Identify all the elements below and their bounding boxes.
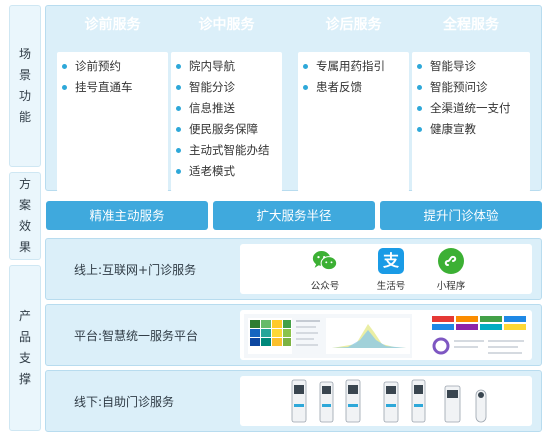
bullet-dot (417, 106, 422, 111)
scene-item: 信息推送 (176, 98, 278, 119)
product-row-offline: 线下:自助门诊服务 (45, 370, 542, 432)
scene-title: 诊中服务 (198, 17, 255, 33)
mini-program-icon (438, 248, 464, 274)
scene-item: 便民服务保障 (176, 119, 278, 140)
scene-item: 适老模式 (176, 161, 278, 182)
product-label: 线上:互联网+门诊服务 (74, 262, 197, 277)
bullet-dot (62, 64, 67, 69)
scene-box: 诊前预约 挂号直通车 (57, 52, 168, 192)
scene-box: 智能导诊 智能预问诊 全渠道统一支付 健康宣教 (412, 52, 530, 192)
app-label: 小程序 (436, 281, 466, 292)
product-label: 线下:自助门诊服务 (74, 394, 175, 409)
dashboard-screenshot-left (244, 314, 412, 358)
bullet-dot (417, 127, 422, 132)
app-wechat: 公众号 (300, 248, 350, 292)
bullet-dot (62, 85, 67, 90)
app-alipay: 支 生活号 (366, 248, 416, 292)
scene-box: 专属用药指引 患者反馈 (298, 52, 409, 192)
effect-button: 精准主动服务 (46, 201, 208, 230)
bullet-dot (176, 85, 181, 90)
scene-item: 专属用药指引 (303, 56, 405, 77)
app-label: 生活号 (376, 281, 406, 292)
scene-item: 主动式智能办结 (176, 140, 278, 161)
scene-box: 院内导航 智能分诊 信息推送 便民服务保障 主动式智能办结 适老模式 (171, 52, 282, 192)
effect-button: 扩大服务半径 (213, 201, 375, 230)
scene-column: 全程服务 智能导诊 智能预问诊 全渠道统一支付 健康宣教 (412, 14, 530, 192)
scene-column: 诊中服务 院内导航 智能分诊 信息推送 便民服务保障 主动式智能办结 适老模式 (171, 14, 282, 192)
scene-item: 全渠道统一支付 (417, 98, 526, 119)
side-label-product: 产品支撑 (9, 265, 41, 431)
effect-button: 提升门诊体验 (380, 201, 542, 230)
scene-item: 患者反馈 (303, 77, 405, 98)
side-label-effect: 方案效果 (9, 172, 41, 260)
app-channel-card: 公众号 支 生活号 小程序 (240, 244, 532, 294)
scene-column: 诊后服务 专属用药指引 患者反馈 (298, 14, 409, 192)
scene-item: 院内导航 (176, 56, 278, 77)
bullet-dot (176, 64, 181, 69)
bullet-dot (303, 64, 308, 69)
kiosk-devices-image (291, 379, 487, 423)
scene-item: 智能分诊 (176, 77, 278, 98)
bullet-dot (417, 85, 422, 90)
product-row-online: 线上:互联网+门诊服务 公众号 支 生活号 (45, 238, 542, 300)
alipay-icon: 支 (378, 248, 404, 274)
scene-item: 健康宣教 (417, 119, 526, 140)
bullet-dot (176, 127, 181, 132)
scene-item: 挂号直通车 (62, 77, 164, 98)
scene-item: 智能导诊 (417, 56, 526, 77)
scene-panel: 诊前服务 诊前预约 挂号直通车 诊中服务 院内导航 智能分诊 信息推送 便民服务… (45, 5, 542, 192)
wechat-icon (312, 248, 338, 274)
app-label: 公众号 (310, 281, 340, 292)
bullet-dot (303, 85, 308, 90)
bullet-dot (417, 64, 422, 69)
kiosk-devices-card (240, 376, 532, 426)
product-label: 平台:智慧统一服务平台 (74, 328, 199, 343)
app-mini-program: 小程序 (426, 248, 476, 292)
side-label-scene: 场景功能 (9, 5, 41, 167)
scene-title: 诊后服务 (325, 17, 382, 33)
bullet-dot (176, 106, 181, 111)
bullet-dot (176, 169, 181, 174)
scene-column: 诊前服务 诊前预约 挂号直通车 (57, 14, 168, 192)
product-row-platform: 平台:智慧统一服务平台 (45, 304, 542, 366)
scene-item: 诊前预约 (62, 56, 164, 77)
dashboard-screenshot-right (432, 316, 526, 355)
scene-title: 诊前服务 (84, 17, 141, 33)
scene-title: 全程服务 (443, 17, 499, 33)
bullet-dot (176, 148, 181, 153)
platform-dashboard-card (240, 310, 532, 360)
scene-item: 智能预问诊 (417, 77, 526, 98)
